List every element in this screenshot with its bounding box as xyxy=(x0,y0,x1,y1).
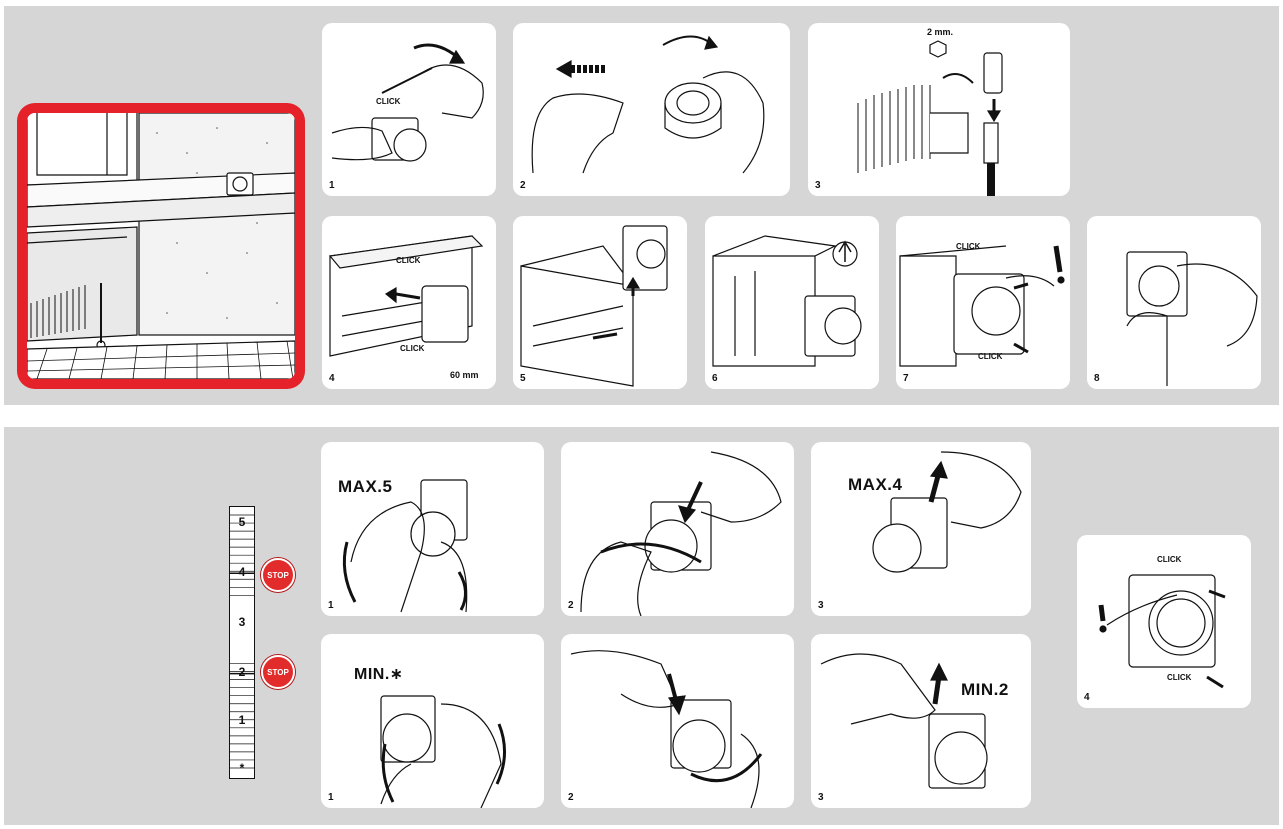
min-frost-label: MIN.∗ xyxy=(354,666,404,683)
scale-mark-1: 1 xyxy=(238,713,246,727)
allen-key-size-label: 2 mm. xyxy=(927,27,954,37)
scale-mark-frost: * xyxy=(239,761,245,775)
click-label: CLICK xyxy=(956,242,981,251)
step-number: 6 xyxy=(712,373,718,384)
installation-overview-image xyxy=(27,113,295,379)
top-step-2-panel: 2 xyxy=(513,23,790,196)
top-step-3-panel: 2 mm. 3 xyxy=(808,23,1070,196)
step-number: 5 xyxy=(520,373,526,384)
stop-icon-min: STOP xyxy=(261,655,295,689)
step-number: 1 xyxy=(328,600,334,611)
depth-dimension-label: 60 mm xyxy=(450,370,479,380)
min-2-label: MIN.2 xyxy=(961,680,1009,699)
min-step-1-panel: MIN.∗ 1 xyxy=(321,634,544,808)
click-label: CLICK xyxy=(1157,555,1182,564)
max-5-label: MAX.5 xyxy=(338,477,393,496)
top-step-7-panel: CLICK CLICK 7 xyxy=(896,216,1070,389)
click-label-lower: CLICK xyxy=(978,352,1003,361)
max-step-1-panel: MAX.5 1 xyxy=(321,442,544,616)
top-step-5-panel: 5 xyxy=(513,216,687,389)
step-number: 3 xyxy=(818,600,824,611)
temperature-scale-strip: 5 4 3 2 1 * xyxy=(229,506,255,779)
step-number: 4 xyxy=(329,373,335,384)
top-step-4-panel: CLICK CLICK 60 mm 4 xyxy=(322,216,496,389)
step-number: 4 xyxy=(1084,692,1090,703)
step-number: 1 xyxy=(329,180,335,191)
step-number: 2 xyxy=(520,180,526,191)
click-label-lower: CLICK xyxy=(400,344,425,353)
max-step-3-panel: MAX.4 3 xyxy=(811,442,1031,616)
click-label: CLICK xyxy=(396,256,421,265)
installation-overview-frame xyxy=(17,103,305,389)
scale-mark-5: 5 xyxy=(238,515,246,529)
scale-mark-4: 4 xyxy=(238,565,246,579)
lock-step-4-panel: CLICK CLICK 4 xyxy=(1077,535,1251,708)
step-number: 1 xyxy=(328,792,334,803)
min-step-2-panel: 2 xyxy=(561,634,794,808)
max-4-label: MAX.4 xyxy=(848,475,903,494)
scale-mark-2: 2 xyxy=(238,665,246,679)
click-label-lower: CLICK xyxy=(1167,673,1192,682)
step-number: 8 xyxy=(1094,373,1100,384)
stop-icon-max: STOP xyxy=(261,558,295,592)
min-step-3-panel: MIN.2 3 xyxy=(811,634,1031,808)
click-label: CLICK xyxy=(376,97,401,106)
step-number: 2 xyxy=(568,600,574,611)
step-number: 3 xyxy=(815,180,821,191)
step-number: 2 xyxy=(568,792,574,803)
scale-mark-3: 3 xyxy=(238,615,246,629)
step-number: 7 xyxy=(903,373,909,384)
step-number: 3 xyxy=(818,792,824,803)
top-step-1-panel: CLICK 1 xyxy=(322,23,496,196)
top-step-8-panel: 8 xyxy=(1087,216,1261,389)
top-step-6-panel: 6 xyxy=(705,216,879,389)
max-step-2-panel: 2 xyxy=(561,442,794,616)
